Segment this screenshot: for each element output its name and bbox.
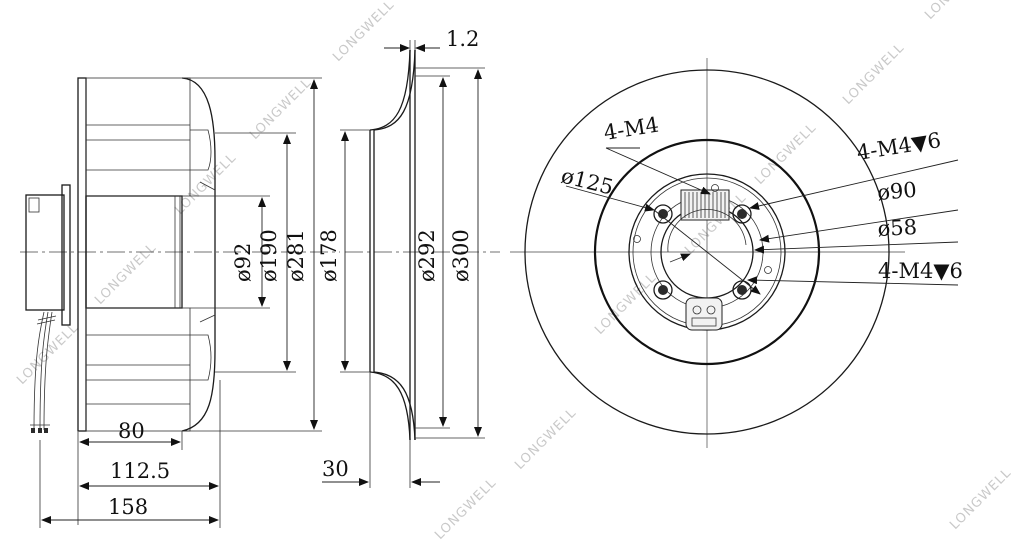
motor-connector-box <box>25 194 65 311</box>
leader-m4 <box>605 147 711 195</box>
bolt-bosses <box>633 184 772 300</box>
dim-label-d190: ø190 <box>257 229 281 282</box>
dim-label-112: 112.5 <box>110 459 170 483</box>
inlet-ring-view: ø178 ø292 ø300 1.2 30 <box>317 27 500 488</box>
watermark-text: LONGWELL <box>922 0 989 23</box>
cable-tip <box>44 428 48 433</box>
cooling-fins <box>680 189 730 221</box>
callout-m4: 4-M4 <box>602 113 660 145</box>
motor-flange <box>61 184 71 326</box>
cable <box>39 311 49 431</box>
watermark-text: LONGWELL <box>947 465 1014 532</box>
callout-d125: ø125 <box>559 164 616 200</box>
side-view: ø92 ø190 ø281 80 112.5 158 <box>20 77 340 528</box>
watermark-text: LONGWELL <box>330 0 397 65</box>
leader-m4-depth-top <box>749 159 959 210</box>
leader-d125 <box>653 209 761 295</box>
watermark-text: LONGWELL <box>92 240 159 307</box>
cable-gland <box>685 297 723 331</box>
cable <box>43 311 53 431</box>
callout-m4-depth-bottom: 4-M4▼6 <box>878 259 963 283</box>
ring-profile-top <box>369 49 411 131</box>
cable-tip <box>38 428 42 433</box>
leader-d90 <box>759 209 959 243</box>
dim-label-d178: ø178 <box>317 229 341 282</box>
callout-m4-depth-top: 4-M4▼6 <box>855 128 943 165</box>
dim-label-d92: ø92 <box>231 243 255 282</box>
cable <box>33 311 45 431</box>
front-view: 4-M4 ø125 4-M4▼6 ø90 ø58 4-M4▼6 <box>510 58 963 448</box>
wheel-outer-circle <box>593 138 821 366</box>
watermark-text: LONGWELL <box>432 475 499 542</box>
wheel-back-plate <box>77 77 87 432</box>
blade-area-top <box>85 77 191 197</box>
leader-m4-depth-bottom <box>747 276 959 286</box>
watermark-text: LONGWELL <box>840 40 907 107</box>
leader-d58 <box>754 241 959 254</box>
wheel-shroud <box>181 77 216 432</box>
dim-label-depth: 30 <box>322 457 349 481</box>
dim-label-d292: ø292 <box>415 229 439 282</box>
dim-label-thickness: 1.2 <box>446 27 479 51</box>
cable-tip <box>31 428 35 433</box>
blade-area-bottom <box>85 307 191 432</box>
dim-label-158: 158 <box>108 495 148 519</box>
watermark-text: LONGWELL <box>14 320 81 387</box>
connector-latch <box>28 197 40 213</box>
ring-profile-bottom <box>369 371 411 441</box>
flange-outer-circle <box>524 69 890 435</box>
dim-label-d281: ø281 <box>284 229 308 282</box>
callout-d58: ø58 <box>877 215 918 241</box>
watermark-text: LONGWELL <box>512 405 579 472</box>
dim-label-80: 80 <box>118 419 145 443</box>
callout-d90: ø90 <box>876 178 917 205</box>
dim-label-d300: ø300 <box>449 229 473 282</box>
